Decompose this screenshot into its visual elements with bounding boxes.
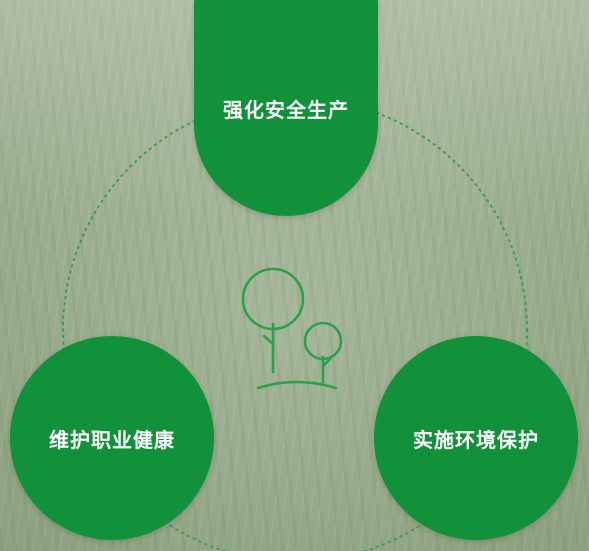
node-safety-production: 强化安全生产 <box>194 0 378 216</box>
node-occupational-health-label: 维护职业健康 <box>49 427 175 452</box>
node-safety-production-label: 强化安全生产 <box>223 97 349 122</box>
node-environmental-protection: 实施环境保护 <box>374 336 578 540</box>
node-environmental-protection-label: 实施环境保护 <box>413 427 539 452</box>
tree-icon <box>241 267 343 390</box>
node-occupational-health: 维护职业健康 <box>10 336 214 540</box>
